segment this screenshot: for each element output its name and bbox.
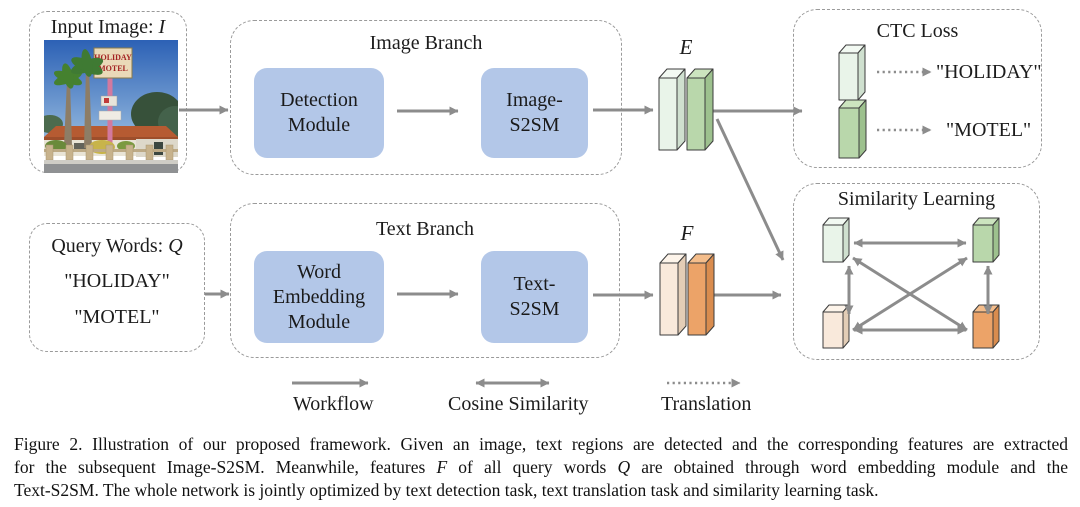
input-image-title: Input Image: I [30, 12, 186, 39]
ctc-word-motel: "MOTEL" [946, 119, 1032, 141]
image-s2sm-label: Image-S2SM [506, 89, 563, 136]
palm-trunk-2 [84, 68, 92, 148]
text-s2sm-label: Text-S2SM [509, 273, 560, 320]
input-image-box: Input Image: I [29, 11, 187, 173]
fence-pillars [45, 144, 174, 161]
word-embedding-module-label: Word Embedding Module [272, 260, 366, 333]
detection-module-label: Detection Module [280, 89, 358, 136]
legend-workflow-label: Workflow [293, 393, 374, 415]
palm-trunk-1 [64, 80, 72, 146]
sign-pole [107, 70, 113, 150]
caption-variable-q: Q [617, 457, 631, 477]
query-words-title-text: Query Words: [51, 235, 169, 257]
legend-translation-label: Translation [661, 393, 752, 415]
image-s2sm-box: Image-S2SM [481, 68, 588, 158]
caption-variable-f: F [436, 457, 448, 477]
caption-segment: for the subsequent Image-S2SM. Meanwhile… [14, 457, 437, 477]
sign-text-bottom: MOTEL [98, 64, 128, 73]
palm-fronds-1 [53, 63, 83, 89]
legend-cosine-label: Cosine Similarity [448, 393, 589, 415]
caption-segment: of all query words [447, 457, 618, 477]
sign-text-top: HOLIDAY [94, 53, 132, 62]
image-branch-title: Image Branch [369, 32, 483, 54]
input-image-variable: I [158, 16, 166, 38]
figure-caption: Figure 2. Illustration of our proposed f… [14, 433, 1068, 502]
text-branch-title: Text Branch [375, 218, 474, 240]
road [44, 164, 178, 173]
query-words-title: Query Words: Q [30, 224, 204, 258]
caption-line-2: for the subsequent Image-S2SM. Meanwhile… [14, 456, 1068, 479]
ctc-loss-title: CTC Loss [876, 20, 959, 42]
door [154, 142, 163, 155]
input-image-title-text: Input Image: [50, 16, 159, 38]
f-bar-light-orange [659, 253, 687, 336]
palm-fronds-2 [70, 49, 104, 77]
workflow-arrow-e-to-similarity [715, 118, 785, 261]
motel-photo-scene: HOLIDAY MOTEL [44, 40, 178, 173]
small-sign-2 [98, 110, 122, 121]
e-bar-dark-green [686, 68, 714, 151]
query-words-variable: Q [168, 235, 183, 257]
text-s2sm-box: Text-S2SM [481, 251, 588, 343]
caption-line-1: Figure 2. Illustration of our proposed f… [14, 434, 1068, 454]
caption-segment: are obtained through word embedding modu… [630, 457, 1068, 477]
similarity-learning-title: Similarity Learning [837, 188, 996, 210]
query-word-2: "MOTEL" [74, 306, 160, 328]
e-bar-light-green [658, 68, 686, 151]
e-feature-label: E [679, 35, 693, 59]
detection-module-box: Detection Module [254, 68, 384, 158]
caption-line-3: Text-S2SM. The whole network is jointly … [14, 480, 879, 500]
similarity-learning-box: Similarity Learning [793, 183, 1040, 360]
query-word-1: "HOLIDAY" [64, 270, 170, 292]
ctc-word-holiday: "HOLIDAY" [936, 61, 1042, 83]
query-words-box: Query Words: Q "HOLIDAY" "MOTEL" [29, 223, 205, 352]
window-2 [74, 143, 86, 151]
sidewalk [44, 160, 178, 164]
text-branch-box: Text Branch Word Embedding Module Text-S… [230, 203, 620, 358]
small-sign-mark [104, 98, 109, 103]
word-embedding-module-box: Word Embedding Module [254, 251, 384, 343]
f-bar-dark-orange [687, 253, 715, 336]
motel-photo: HOLIDAY MOTEL [44, 40, 178, 173]
image-branch-box: Image Branch Detection Module Image-S2SM [230, 20, 622, 175]
f-feature-label: F [680, 221, 694, 245]
ctc-loss-box: CTC Loss [793, 9, 1042, 168]
